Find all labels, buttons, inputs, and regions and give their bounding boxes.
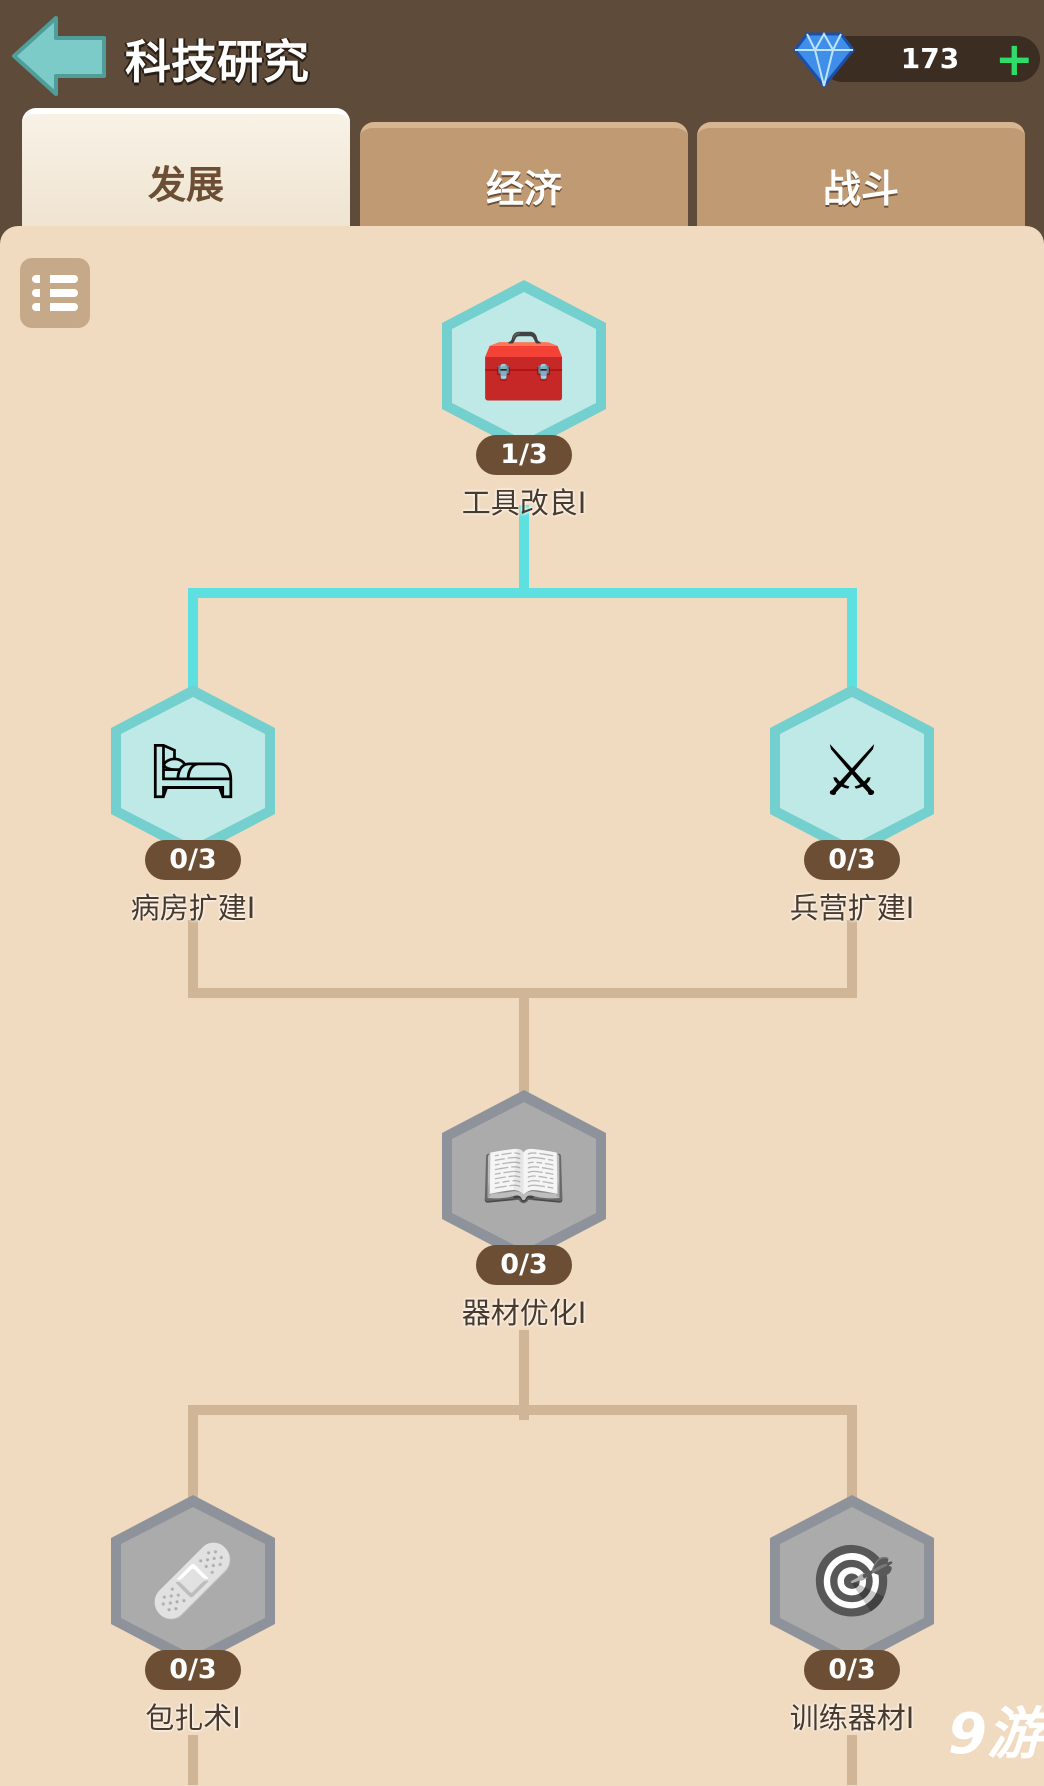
node-label: 训练器材I bbox=[789, 1701, 915, 1735]
tech-node-ward-expansion[interactable]: 🛏 0/3 病房扩建I bbox=[103, 685, 283, 935]
connector bbox=[519, 1330, 529, 1420]
connector bbox=[188, 588, 198, 698]
progress-badge: 0/3 bbox=[804, 840, 900, 880]
tech-node-training-equipment[interactable]: 🎯 0/3 训练器材I bbox=[762, 1495, 942, 1745]
tab-label: 发展 bbox=[147, 163, 224, 207]
diamond-icon bbox=[793, 31, 855, 88]
connector bbox=[847, 1735, 857, 1785]
node-label: 病房扩建I bbox=[130, 891, 256, 925]
watermark-logo: 9游 bbox=[948, 1702, 1043, 1767]
connector bbox=[519, 988, 529, 1098]
connector bbox=[519, 505, 529, 595]
connector bbox=[188, 1405, 198, 1505]
gem-count: 173 bbox=[900, 42, 960, 75]
gem-counter bbox=[820, 36, 1040, 82]
progress-badge: 0/3 bbox=[476, 1245, 572, 1285]
page-title: 科技研究 bbox=[125, 35, 309, 89]
tech-node-barracks-expansion[interactable]: ⚔ 0/3 兵营扩建I bbox=[762, 685, 942, 935]
connector bbox=[188, 1735, 198, 1785]
tab-label: 战斗 bbox=[822, 167, 899, 211]
progress-badge: 1/3 bbox=[476, 435, 572, 475]
tech-node-bandaging[interactable]: 🩹 0/3 包扎术I bbox=[103, 1495, 283, 1745]
node-label: 兵营扩建I bbox=[789, 891, 915, 925]
node-label: 器材优化I bbox=[461, 1296, 587, 1330]
connector bbox=[847, 1405, 857, 1505]
barracks-knights-icon: ⚔ bbox=[780, 697, 924, 845]
tech-node-tool-improvement[interactable]: 🧰 1/3 工具改良I bbox=[434, 280, 614, 530]
tab-development[interactable]: 发展 bbox=[22, 108, 350, 232]
list-view-button[interactable] bbox=[20, 258, 90, 328]
node-label: 包扎术I bbox=[145, 1701, 241, 1735]
node-label: 工具改良I bbox=[461, 486, 587, 520]
progress-badge: 0/3 bbox=[145, 1650, 241, 1690]
add-gems-button[interactable]: + bbox=[995, 32, 1034, 86]
progress-badge: 0/3 bbox=[145, 840, 241, 880]
progress-badge: 0/3 bbox=[804, 1650, 900, 1690]
tab-label: 经济 bbox=[485, 167, 562, 211]
tab-combat[interactable]: 战斗 bbox=[697, 122, 1025, 232]
tech-node-equipment-optimization[interactable]: 📖 0/3 器材优化I bbox=[434, 1090, 614, 1340]
tab-economy[interactable]: 经济 bbox=[360, 122, 688, 232]
connector bbox=[188, 1405, 857, 1415]
connector bbox=[847, 920, 857, 998]
connector bbox=[847, 588, 857, 698]
hospital-bed-icon: 🛏 bbox=[121, 697, 265, 845]
connector bbox=[188, 920, 198, 998]
back-arrow-icon[interactable] bbox=[10, 14, 110, 98]
connector bbox=[188, 588, 857, 598]
